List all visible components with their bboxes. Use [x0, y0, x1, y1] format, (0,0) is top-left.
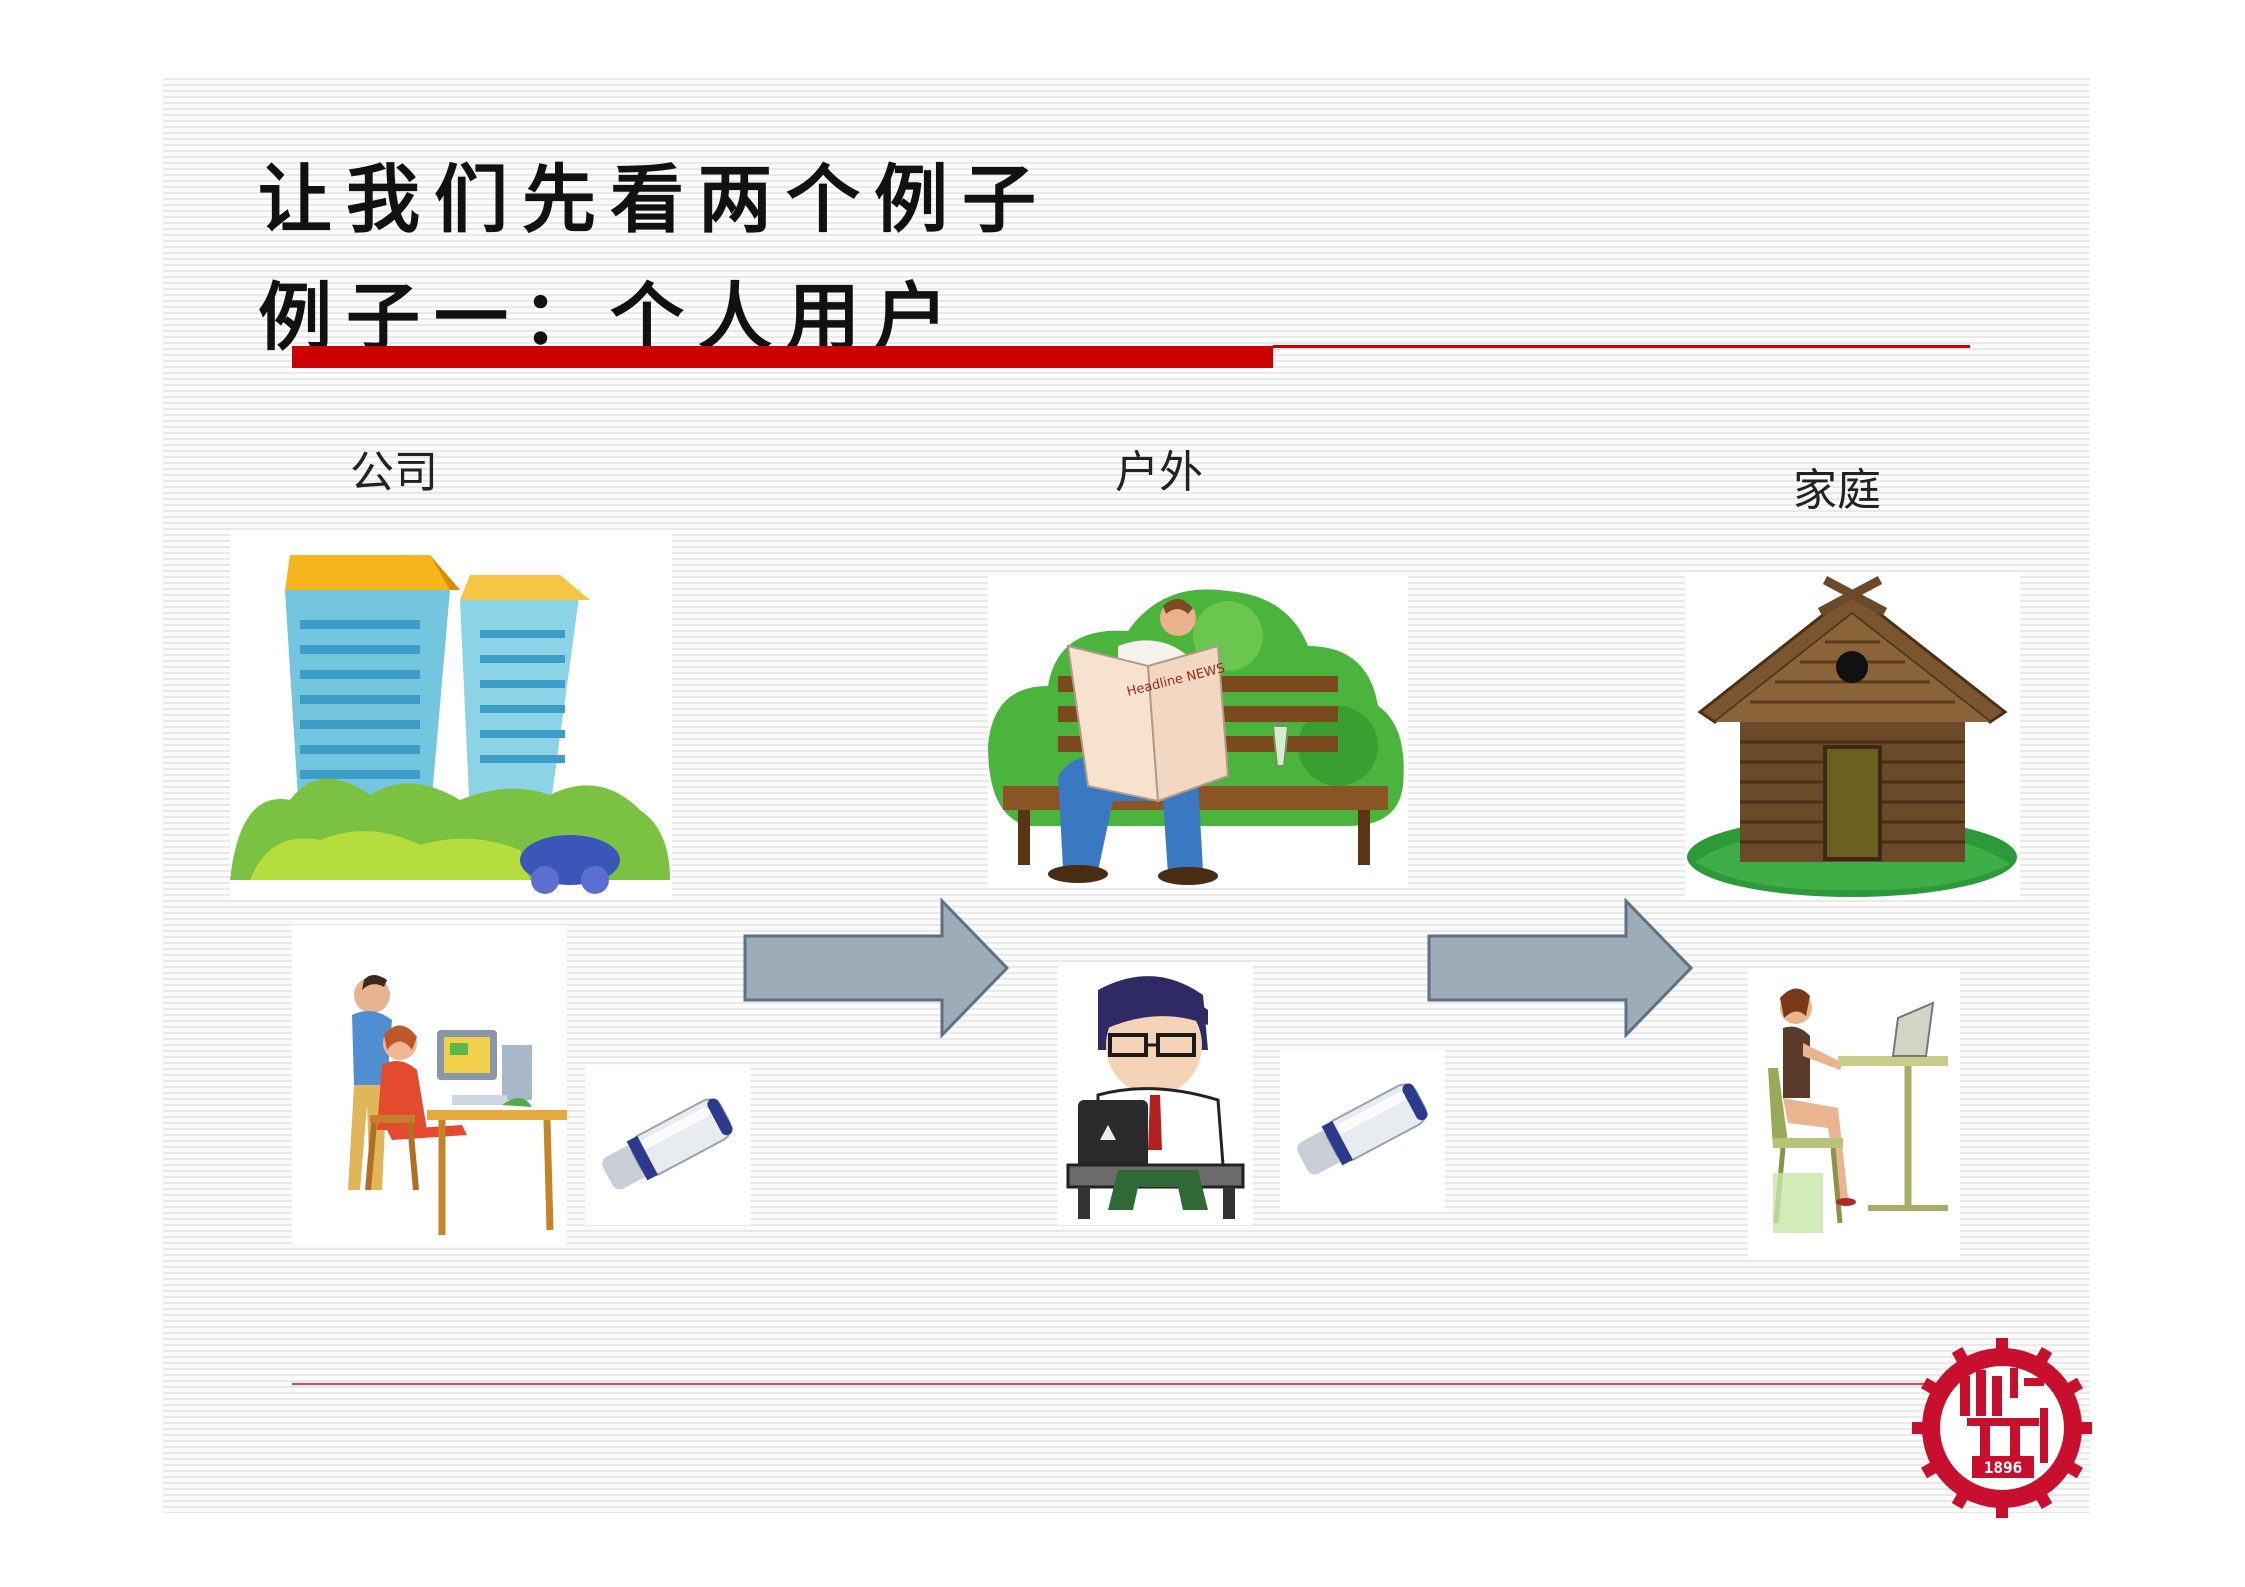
usb-drive-icon: [585, 1065, 750, 1225]
logo-year: 1896: [1984, 1458, 2023, 1477]
arrow-right-icon: [1427, 898, 1694, 1038]
usb-drive-icon: [1280, 1050, 1445, 1210]
log-cabin-icon: [1685, 572, 2020, 900]
location-label-company: 公司: [350, 447, 438, 498]
office-buildings-icon: [230, 530, 672, 900]
woman-laptop-desk-icon: [1748, 968, 1960, 1258]
location-label-outdoor: 户外: [1115, 447, 1203, 498]
man-laptop-bench-icon: [1058, 965, 1253, 1225]
footer-divider: [292, 1383, 1932, 1385]
office-workers-computer-icon: [292, 925, 567, 1245]
arrow-right-icon: [743, 898, 1010, 1038]
slide-title: 让我们先看两个例子: [258, 157, 1050, 243]
university-logo-icon: 1896: [1912, 1338, 2092, 1518]
man-reading-newspaper-bench-icon: Headline NEWS: [988, 576, 1408, 888]
title-underline-thin: [1273, 345, 1970, 348]
location-label-home: 家庭: [1793, 465, 1881, 516]
title-underline-thick: [292, 346, 1273, 368]
